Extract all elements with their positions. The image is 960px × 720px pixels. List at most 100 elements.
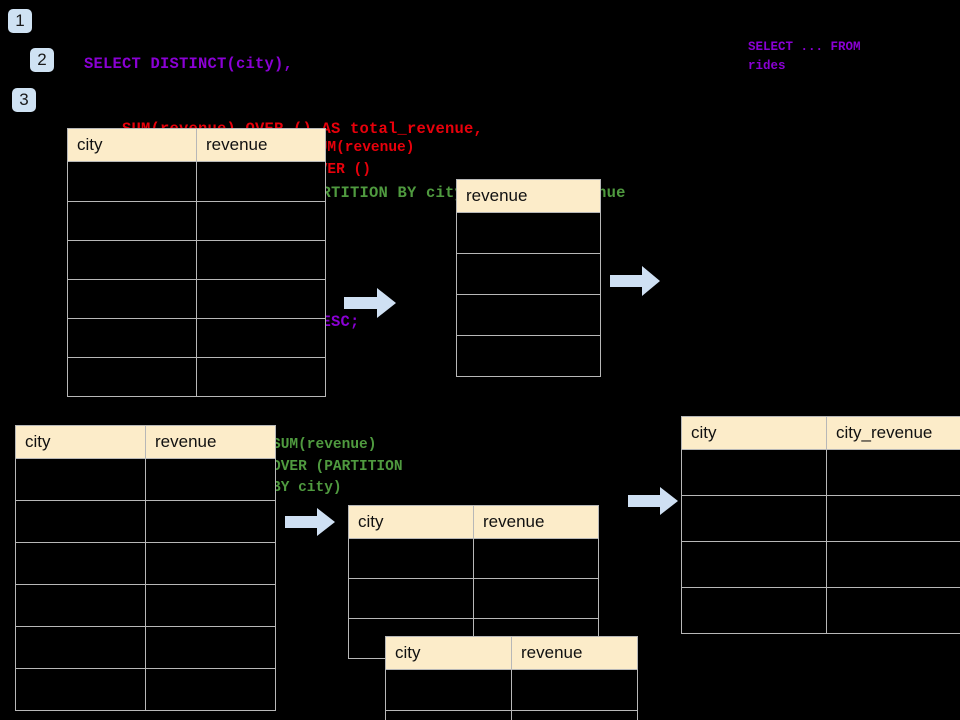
cell-city: [348, 538, 474, 579]
arrow-bottom-left: [285, 508, 335, 536]
cell-revenue: [196, 357, 326, 397]
column-header-revenue: revenue: [145, 425, 276, 459]
table-row: [456, 335, 601, 377]
cell-city: [15, 542, 146, 585]
column-header-city: city: [681, 416, 827, 450]
cell-revenue: [196, 318, 326, 358]
cell-city-revenue: [826, 495, 960, 542]
annotation-partition-by-city: SUM(revenue) OVER (PARTITION BY city): [272, 437, 403, 496]
column-header-revenue: revenue: [473, 505, 599, 539]
table-row: [67, 357, 326, 397]
sidenote-select-from-rides: SELECT ... FROM rides: [748, 40, 861, 73]
cell-revenue: [511, 710, 638, 720]
cell-city: [15, 584, 146, 627]
cell-revenue: [456, 212, 601, 254]
column-header-city: city: [385, 636, 512, 670]
cell-revenue: [145, 542, 276, 585]
cell-city: [385, 710, 512, 720]
column-header-revenue: revenue: [511, 636, 638, 670]
table-row: [67, 240, 326, 280]
cell-city-revenue: [826, 587, 960, 634]
cell-revenue: [145, 500, 276, 543]
column-header-city: city: [67, 128, 197, 162]
table-header-row: city revenue: [15, 425, 276, 459]
cell-revenue: [473, 578, 599, 619]
column-header-city: city: [348, 505, 474, 539]
table-row: [385, 710, 638, 720]
cell-revenue: [456, 335, 601, 377]
cell-city: [385, 669, 512, 711]
step-badge-2: 2: [30, 48, 54, 72]
cell-city: [67, 161, 197, 202]
cell-city: [15, 626, 146, 669]
table-row: [348, 538, 599, 579]
table-row: [67, 318, 326, 358]
table-header-row: city revenue: [67, 128, 326, 162]
table-row: [456, 294, 601, 336]
table-row: [681, 449, 960, 496]
cell-revenue: [196, 279, 326, 319]
table-header-row: revenue: [456, 179, 601, 213]
cell-city: [681, 495, 827, 542]
column-header-revenue: revenue: [456, 179, 601, 213]
table-row: [15, 500, 276, 543]
city-revenue-result-table: city city_revenue: [681, 416, 960, 634]
cell-revenue: [145, 668, 276, 711]
arrow-top-right: [610, 266, 660, 296]
cell-city: [67, 201, 197, 241]
table-row: [15, 584, 276, 627]
cell-revenue: [456, 253, 601, 295]
cell-city: [681, 541, 827, 588]
rides-source-table-top: city revenue: [67, 128, 326, 397]
column-header-city: city: [15, 425, 146, 459]
column-header-revenue: revenue: [196, 128, 326, 162]
table-header-row: city city_revenue: [681, 416, 960, 450]
table-row: [15, 668, 276, 711]
total-revenue-table: revenue: [456, 179, 601, 377]
cell-city: [681, 449, 827, 496]
cell-revenue: [196, 240, 326, 280]
cell-city: [15, 668, 146, 711]
step-badge-1: 1: [8, 9, 32, 33]
table-row: [15, 458, 276, 501]
arrow-top-left: [344, 288, 396, 318]
table-row: [348, 578, 599, 619]
cell-city: [67, 357, 197, 397]
table-row: [456, 253, 601, 295]
table-row: [15, 626, 276, 669]
table-row: [681, 541, 960, 588]
table-row: [15, 542, 276, 585]
sql-line-1: SELECT DISTINCT(city),: [84, 55, 294, 73]
cell-revenue: [145, 626, 276, 669]
cell-revenue: [145, 584, 276, 627]
table-row: [385, 669, 638, 711]
cell-city: [67, 279, 197, 319]
cell-city: [15, 500, 146, 543]
cell-city-revenue: [826, 449, 960, 496]
table-header-row: city revenue: [385, 636, 638, 670]
table-row: [681, 495, 960, 542]
table-row: [681, 587, 960, 634]
table-row: [67, 279, 326, 319]
cell-city: [67, 240, 197, 280]
table-row: [456, 212, 601, 254]
cell-city: [15, 458, 146, 501]
table-row: [67, 161, 326, 202]
table-header-row: city revenue: [348, 505, 599, 539]
cell-city-revenue: [826, 541, 960, 588]
cell-revenue: [473, 538, 599, 579]
cell-city: [67, 318, 197, 358]
cell-revenue: [196, 161, 326, 202]
cell-revenue: [145, 458, 276, 501]
arrow-bottom-right: [628, 487, 678, 515]
table-row: [67, 201, 326, 241]
column-header-city-revenue: city_revenue: [826, 416, 960, 450]
step-badge-3: 3: [12, 88, 36, 112]
cell-revenue: [196, 201, 326, 241]
cell-revenue: [511, 669, 638, 711]
cell-city: [348, 578, 474, 619]
cell-city: [681, 587, 827, 634]
rides-source-table-bottom: city revenue: [15, 425, 276, 711]
partition-group-table-front: city revenue: [385, 636, 638, 720]
